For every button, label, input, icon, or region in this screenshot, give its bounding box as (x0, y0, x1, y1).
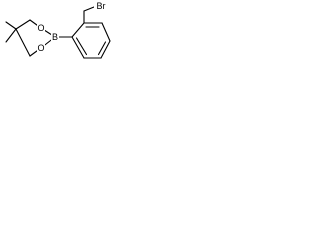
bond-ring-double-3 (75, 37, 88, 56)
bond-ring-3 (101, 22, 111, 42)
bond-ring-6 (71, 36, 85, 59)
bond-cq-ch2-top (15, 19, 31, 30)
bond-methyl-2 (5, 28, 17, 43)
label-bg-b (51, 32, 59, 42)
boronate-ester-structure: Br O B O (5, 1, 111, 59)
bond-ring-4 (100, 40, 111, 59)
label-bg-br (94, 1, 108, 12)
atom-label-bromine: Br (97, 1, 106, 11)
bond-ring-double-2 (97, 41, 107, 56)
label-bg-o-bottom (37, 43, 45, 53)
atom-label-boron: B (52, 32, 58, 42)
bond-ch2-cq-bottom (15, 28, 31, 57)
bond-methyl-1 (5, 21, 17, 30)
bond-ch2-br (83, 6, 95, 12)
bond-ring-1 (71, 22, 85, 38)
atom-label-oxygen-bottom: O (37, 43, 44, 53)
label-bg-o-top (37, 23, 45, 33)
atom-label-oxygen-top: O (37, 23, 44, 33)
